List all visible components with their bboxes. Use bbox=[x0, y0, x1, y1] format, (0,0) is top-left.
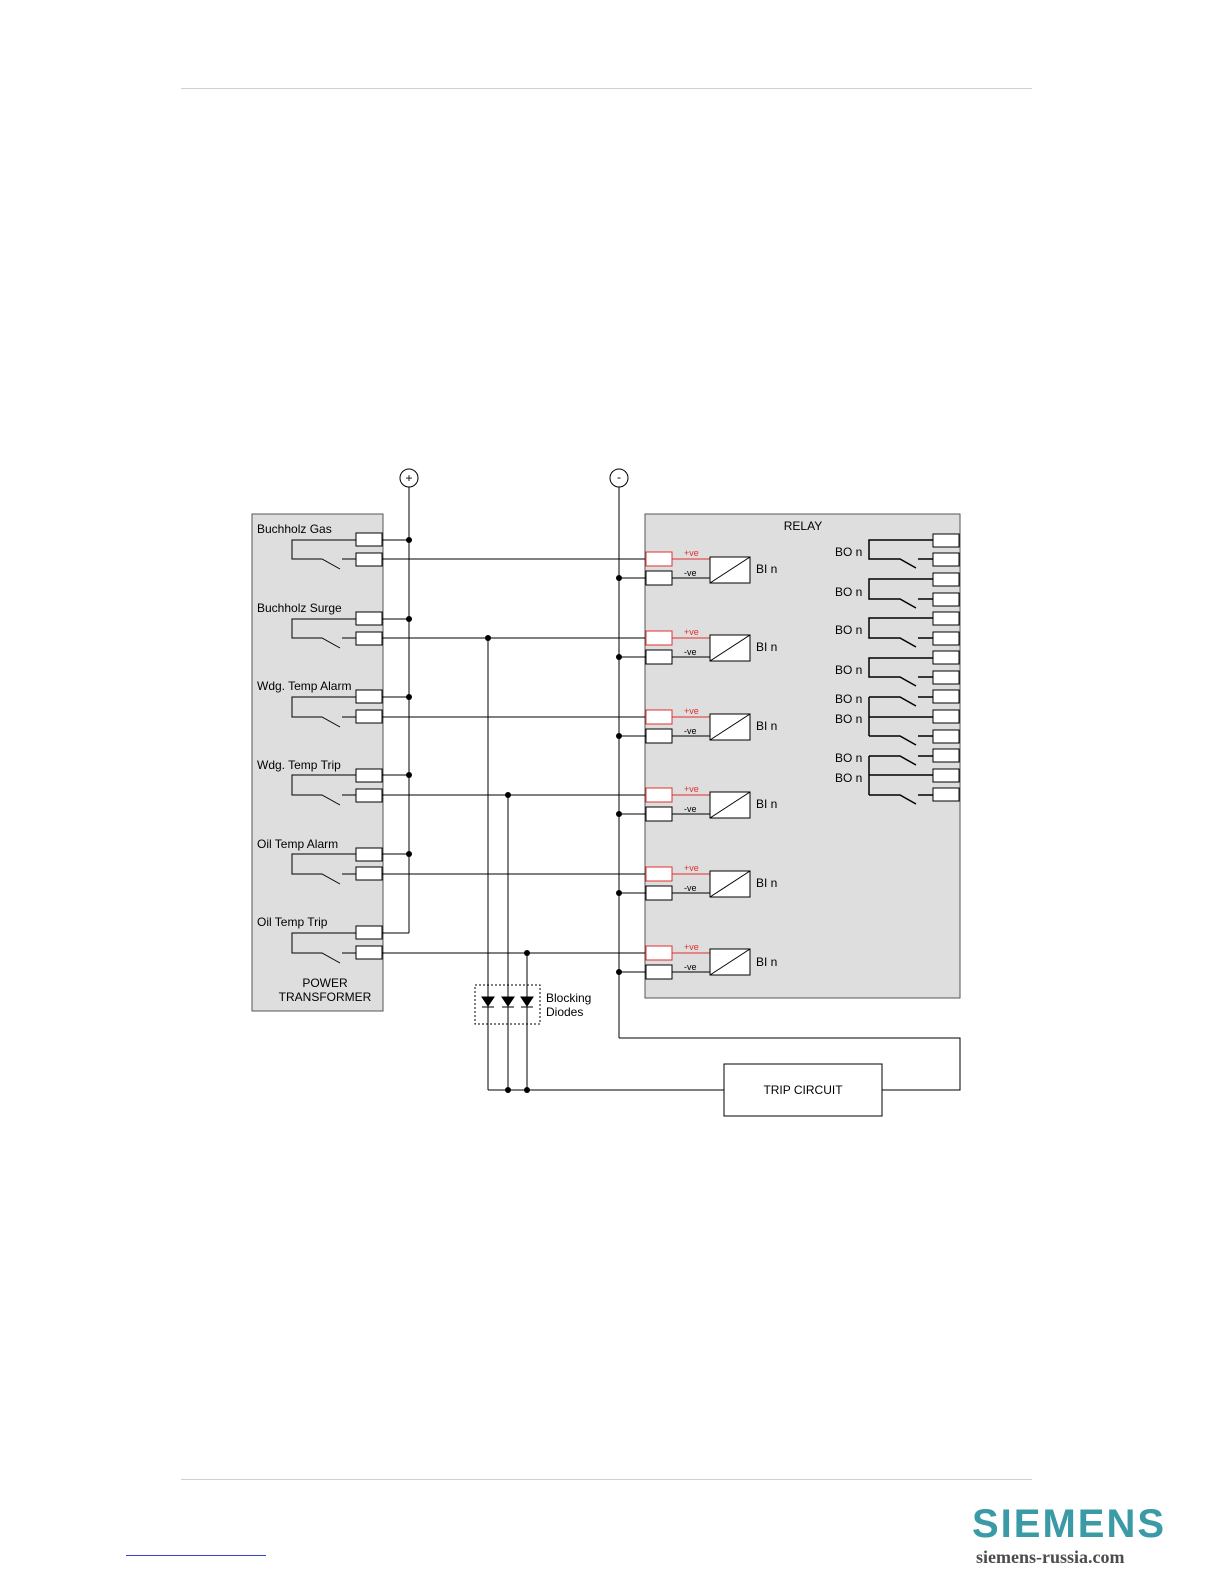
junction-dot bbox=[616, 811, 622, 817]
bi-label: BI n bbox=[756, 640, 777, 654]
terminal bbox=[356, 612, 382, 625]
terminal bbox=[356, 690, 382, 703]
bo-terminal bbox=[933, 671, 959, 684]
relay-title: RELAY bbox=[784, 519, 822, 533]
bo-terminal bbox=[933, 612, 959, 625]
neg-label: -ve bbox=[684, 647, 697, 657]
pos-label: +ve bbox=[684, 784, 699, 794]
neg-label: -ve bbox=[684, 568, 697, 578]
negative-supply-label: - bbox=[617, 470, 621, 484]
bi-label: BI n bbox=[756, 562, 777, 576]
bo-terminal bbox=[933, 632, 959, 645]
diode-icon bbox=[502, 997, 514, 1007]
input-label: Oil Temp Trip bbox=[257, 915, 328, 929]
positive-terminal bbox=[646, 631, 672, 645]
terminal bbox=[356, 867, 382, 880]
input-label: Buchholz Surge bbox=[257, 601, 342, 615]
bo-terminal bbox=[933, 730, 959, 743]
trip-circuit-label: TRIP CIRCUIT bbox=[763, 1083, 843, 1097]
bo-label: BO n bbox=[835, 771, 862, 785]
positive-terminal bbox=[646, 867, 672, 881]
junction-dot bbox=[616, 654, 622, 660]
neg-label: -ve bbox=[684, 962, 697, 972]
terminal bbox=[356, 710, 382, 723]
junction-dot bbox=[406, 851, 412, 857]
pos-label: +ve bbox=[684, 627, 699, 637]
negative-terminal bbox=[646, 571, 672, 585]
bo-terminal bbox=[933, 710, 959, 723]
junction-dot bbox=[505, 1087, 511, 1093]
terminal bbox=[356, 848, 382, 861]
bo-terminal bbox=[933, 769, 959, 782]
junction-dot bbox=[616, 575, 622, 581]
negative-terminal bbox=[646, 729, 672, 743]
junction-dot bbox=[616, 733, 622, 739]
bi-label: BI n bbox=[756, 719, 777, 733]
pos-label: +ve bbox=[684, 706, 699, 716]
bo-label: BO n bbox=[835, 623, 862, 637]
bo-terminal bbox=[933, 553, 959, 566]
bo-label: BO n bbox=[835, 585, 862, 599]
positive-supply-label: + bbox=[405, 471, 412, 485]
footer-link-underline bbox=[126, 1555, 266, 1556]
relay-panel bbox=[645, 514, 960, 998]
input-label: Wdg. Temp Alarm bbox=[257, 679, 351, 693]
junction-dot bbox=[524, 1087, 530, 1093]
bo-label: BO n bbox=[835, 545, 862, 559]
bo-terminal bbox=[933, 788, 959, 801]
terminal bbox=[356, 769, 382, 782]
site-url: siemens-russia.com bbox=[976, 1547, 1124, 1568]
negative-terminal bbox=[646, 650, 672, 664]
bi-label: BI n bbox=[756, 797, 777, 811]
bi-label: BI n bbox=[756, 955, 777, 969]
positive-terminal bbox=[646, 710, 672, 724]
bo-terminal bbox=[933, 749, 959, 762]
blocking-diodes-label: Diodes bbox=[546, 1005, 583, 1019]
junction-dot bbox=[616, 890, 622, 896]
bo-label: BO n bbox=[835, 663, 862, 677]
junction-dot bbox=[406, 694, 412, 700]
diode-icon bbox=[482, 997, 494, 1007]
positive-terminal bbox=[646, 788, 672, 802]
positive-terminal bbox=[646, 946, 672, 960]
bo-terminal bbox=[933, 573, 959, 586]
input-label: Oil Temp Alarm bbox=[257, 837, 338, 851]
siemens-logo: SIEMENS bbox=[972, 1502, 1166, 1547]
junction-dot bbox=[406, 772, 412, 778]
junction-dot bbox=[616, 969, 622, 975]
bo-label: BO n bbox=[835, 751, 862, 765]
bo-label: BO n bbox=[835, 692, 862, 706]
blocking-diodes-label: Blocking bbox=[546, 991, 591, 1005]
neg-label: -ve bbox=[684, 726, 697, 736]
terminal bbox=[356, 926, 382, 939]
terminal bbox=[356, 946, 382, 959]
pos-label: +ve bbox=[684, 548, 699, 558]
bo-terminal bbox=[933, 651, 959, 664]
neg-label: -ve bbox=[684, 883, 697, 893]
bo-terminal bbox=[933, 593, 959, 606]
power-transformer-title: POWER bbox=[302, 976, 348, 990]
bo-label: BO n bbox=[835, 712, 862, 726]
terminal bbox=[356, 632, 382, 645]
pos-label: +ve bbox=[684, 942, 699, 952]
input-label: Wdg. Temp Trip bbox=[257, 758, 341, 772]
bo-terminal bbox=[933, 690, 959, 703]
negative-terminal bbox=[646, 807, 672, 821]
terminal bbox=[356, 789, 382, 802]
power-transformer-title: TRANSFORMER bbox=[279, 990, 372, 1004]
negative-terminal bbox=[646, 886, 672, 900]
junction-dot bbox=[406, 616, 412, 622]
input-label: Buchholz Gas bbox=[257, 522, 332, 536]
negative-terminal bbox=[646, 965, 672, 979]
diode-icon bbox=[521, 997, 533, 1007]
bi-label: BI n bbox=[756, 876, 777, 890]
bo-terminal bbox=[933, 534, 959, 547]
positive-terminal bbox=[646, 552, 672, 566]
pos-label: +ve bbox=[684, 863, 699, 873]
terminal bbox=[356, 553, 382, 566]
neg-label: -ve bbox=[684, 804, 697, 814]
junction-dot bbox=[406, 537, 412, 543]
terminal bbox=[356, 533, 382, 546]
